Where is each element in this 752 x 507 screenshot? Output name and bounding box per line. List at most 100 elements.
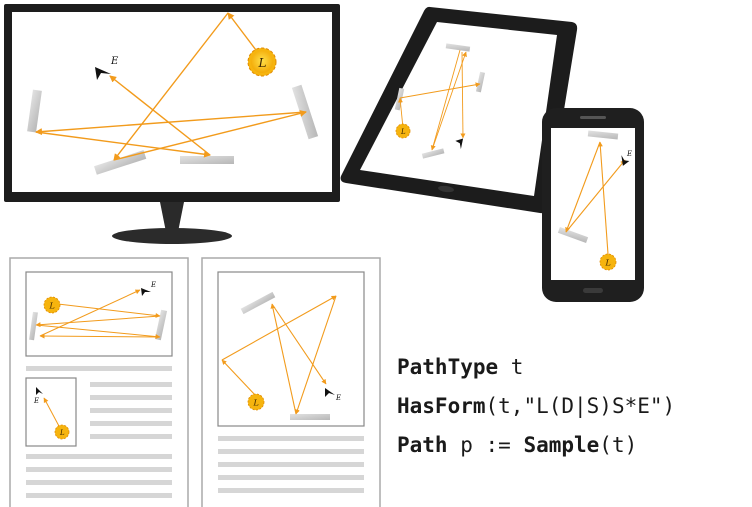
eye-label: E xyxy=(110,56,119,67)
document-page-right: L E xyxy=(201,257,381,507)
ray xyxy=(460,51,466,139)
mirror xyxy=(94,150,147,175)
code-text: (t) xyxy=(599,433,637,457)
code-keyword: Path xyxy=(397,433,448,457)
phone-screen xyxy=(551,128,635,280)
mirror xyxy=(180,156,234,164)
code-line-3: Path p := Sample(t) xyxy=(397,433,637,457)
eye-icon: E xyxy=(325,388,341,402)
mirror xyxy=(587,130,619,140)
phone-home-button xyxy=(583,288,603,293)
light-label: L xyxy=(605,259,611,268)
mirror xyxy=(421,148,445,159)
code-line-1: PathType t xyxy=(397,355,523,379)
light-label: L xyxy=(253,399,259,408)
ray xyxy=(397,97,404,129)
code-text: p := xyxy=(448,433,524,457)
light-label: L xyxy=(400,128,406,136)
phone: L E xyxy=(542,108,644,302)
figure-frame xyxy=(25,271,173,357)
eye-icon: E xyxy=(141,281,156,296)
code-keyword: PathType xyxy=(397,355,498,379)
figure-light-paths xyxy=(35,289,161,340)
document-page-left: L E L E xyxy=(9,257,189,507)
ray xyxy=(270,303,297,415)
page-border xyxy=(9,257,189,507)
mirror xyxy=(240,291,276,315)
code-text: (t,"L(D|S)S*E") xyxy=(486,394,676,419)
ray xyxy=(35,111,307,136)
mirror xyxy=(445,43,471,52)
code-snippet: PathType t HasForm(t,"L(D|S)S*E") Path p… xyxy=(397,355,675,457)
monitor-screen xyxy=(12,12,332,192)
eye-label: E xyxy=(150,281,156,289)
sun-icon: L xyxy=(599,253,617,271)
code-text: t xyxy=(498,355,523,379)
tablet-home-button xyxy=(438,185,454,193)
text-line xyxy=(26,493,172,498)
ray xyxy=(565,141,601,233)
page-border xyxy=(201,257,381,507)
code-line-2: HasForm(t,"L(D|S)S*E") xyxy=(397,394,675,419)
text-line xyxy=(90,382,172,387)
text-line xyxy=(218,436,364,441)
light-label: L xyxy=(258,56,267,70)
eye-label: E xyxy=(335,394,341,402)
light-label: L xyxy=(49,302,55,311)
figure-light-paths xyxy=(221,295,337,415)
monitor-neck xyxy=(160,202,184,232)
ray xyxy=(113,110,307,161)
ray xyxy=(39,289,141,337)
text-line xyxy=(218,488,364,493)
eye-icon: E xyxy=(95,56,119,80)
tablet-mirrors xyxy=(394,43,486,159)
ray xyxy=(35,324,161,340)
ray xyxy=(221,359,257,397)
code-keyword: Sample xyxy=(523,433,599,457)
ray xyxy=(271,303,327,385)
sun-icon: L xyxy=(247,393,265,411)
mirror xyxy=(154,309,168,341)
ray xyxy=(431,51,467,151)
phone-speaker xyxy=(580,116,606,119)
eye-icon xyxy=(621,155,630,166)
ray xyxy=(39,333,161,339)
text-line xyxy=(218,462,364,467)
monitor-mirrors xyxy=(27,84,319,175)
mirror xyxy=(29,311,38,341)
tablet-light-paths xyxy=(397,49,481,151)
sun-icon: L xyxy=(247,47,277,77)
mirror xyxy=(475,71,486,93)
eye-label: E xyxy=(626,150,632,158)
code-keyword: HasForm xyxy=(397,394,486,418)
monitor-stand-base xyxy=(112,228,232,244)
eye-label: E xyxy=(33,397,39,405)
ray xyxy=(430,49,461,151)
ray xyxy=(57,303,161,318)
tablet: L xyxy=(340,6,578,214)
sun-icon: L xyxy=(43,296,61,314)
sun-icon: L xyxy=(395,123,411,139)
monitor: L E xyxy=(4,4,340,244)
ray xyxy=(565,159,626,233)
text-line xyxy=(26,366,172,371)
ray xyxy=(597,141,609,255)
ray xyxy=(43,397,61,429)
text-line xyxy=(26,480,172,485)
text-lines xyxy=(218,436,364,493)
mirror xyxy=(27,89,42,133)
eye-icon: E xyxy=(33,387,43,405)
mirror xyxy=(290,414,330,420)
text-lines xyxy=(26,366,172,498)
ray xyxy=(295,295,337,415)
text-line xyxy=(26,467,172,472)
ray xyxy=(35,315,161,328)
ray xyxy=(399,82,481,99)
eye-icon xyxy=(455,138,464,150)
phone-light-paths xyxy=(565,141,626,255)
text-line xyxy=(90,395,172,400)
text-line xyxy=(90,434,172,439)
ray xyxy=(221,295,337,361)
text-line xyxy=(26,454,172,459)
